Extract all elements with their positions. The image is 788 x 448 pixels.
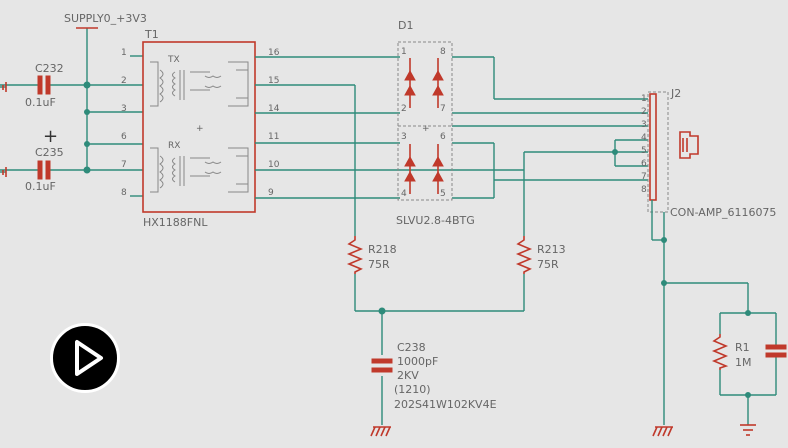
resistor-r218: R218 75R [346,236,397,274]
d1-pin-4: 4 [401,189,407,199]
j2-pin-7: 7 [641,172,647,182]
play-button[interactable] [50,323,120,393]
d1-pin-3: 3 [401,132,407,142]
supply-symbol: SUPPLY0_+3V3 [64,12,147,29]
shield-network: R1 1M [651,200,787,437]
d1-plus: + [422,124,430,134]
j2-pin-1: 1 [641,94,647,104]
r213-value: 75R [537,258,559,271]
j2-pin-2: 2 [641,107,647,117]
d1-pin-7: 7 [440,104,446,114]
t1-pin-10: 10 [268,160,280,170]
c238-part: 202S41W102KV4E [394,398,497,411]
ground-symbol [370,426,391,437]
play-icon [75,340,103,376]
capacitor-c238: C238 1000pF 2KV (1210) 202S41W102KV4E [371,341,497,411]
left-ground-stubs [2,82,7,177]
j2-ref: J2 [670,87,681,100]
j2-pin-5: 5 [641,146,647,156]
t1-pin-6: 6 [121,132,127,142]
t1-pin-1: 1 [121,48,127,58]
transformer-t1: T1 HX1188FNL TX RX + 1 2 3 6 7 8 16 15 1… [121,28,280,229]
t1-pin-9: 9 [268,188,274,198]
c238-ref: C238 [397,341,426,354]
j2-pin-8: 8 [641,185,647,195]
j2-pin-4: 4 [641,133,647,143]
d1-pin-8: 8 [440,47,446,57]
d1-pin-5: 5 [440,189,446,199]
t1-pin-7: 7 [121,160,127,170]
c235-ref: C235 [35,146,64,159]
d1-ref: D1 [398,19,413,32]
c232-ref: C232 [35,62,64,75]
left-wires [0,28,143,197]
t1-tx-label: TX [167,55,180,65]
c235-value: 0.1uF [25,180,56,193]
middle-wires [255,56,648,425]
r1-ref: R1 [735,341,750,354]
resistor-r213: R213 75R [515,236,566,274]
t1-pin-2: 2 [121,76,127,86]
t1-ref: T1 [144,28,159,41]
diode-array-d1: D1 SLVU2.8-4BTG + 1 8 2 7 3 6 4 5 [396,19,475,227]
c238-package: (1210) [394,383,431,396]
r218-value: 75R [368,258,390,271]
d1-part: SLVU2.8-4BTG [396,214,475,227]
c238-voltage: 2KV [397,369,419,382]
c235-plus-mark: + [43,126,58,147]
j2-part: CON-AMP_6116075 [670,206,776,219]
t1-plus: + [196,124,204,134]
supply-label: SUPPLY0_+3V3 [64,12,147,25]
capacitor-c235: + C235 0.1uF [25,126,64,193]
t1-pin-8: 8 [121,188,127,198]
t1-rx-label: RX [168,141,180,151]
t1-pin-11: 11 [268,132,279,142]
c238-value: 1000pF [397,355,438,368]
t1-pin-14: 14 [268,104,280,114]
d1-pin-1: 1 [401,47,407,57]
t1-pin-15: 15 [268,76,279,86]
r213-ref: R213 [537,243,566,256]
t1-part: HX1188FNL [143,216,208,229]
d1-pin-2: 2 [401,104,407,114]
connector-j2: J2 CON-AMP_6116075 1 2 3 4 5 6 7 8 [641,87,776,219]
r1-value: 1M [735,356,752,369]
j2-pin-6: 6 [641,159,647,169]
t1-pin-16: 16 [268,48,280,58]
t1-pin-3: 3 [121,104,127,114]
c232-value: 0.1uF [25,96,56,109]
r218-ref: R218 [368,243,397,256]
j2-pin-3: 3 [641,120,647,130]
d1-pin-6: 6 [440,132,446,142]
capacitor-c232: C232 0.1uF [25,62,64,109]
